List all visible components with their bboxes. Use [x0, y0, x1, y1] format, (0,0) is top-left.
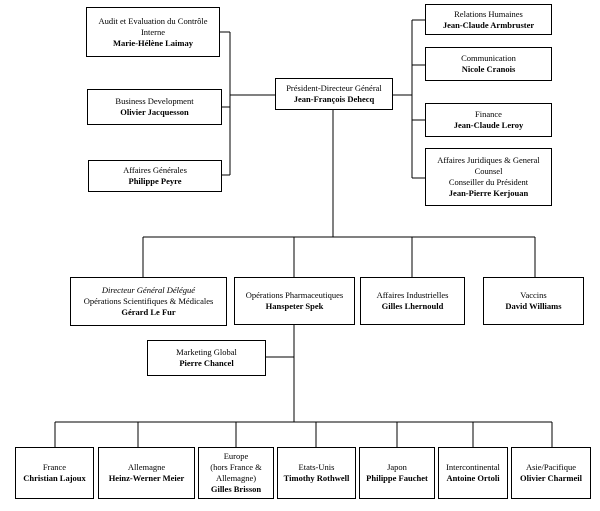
- box-title-line: Europe: [223, 451, 249, 461]
- box-name: Hanspeter Spek: [265, 301, 324, 311]
- box-title-line: Etats-Unis: [298, 462, 335, 472]
- box-name: Marie-Hélène Laimay: [112, 37, 193, 48]
- box-name: Nicole Cranois: [461, 64, 516, 74]
- box-communication: Communication Nicole Cranois: [425, 47, 552, 81]
- box-operations-pharmaceutiques: Opérations Pharmaceutiques Hanspeter Spe…: [234, 277, 355, 325]
- box-name: Jean-François Dehecq: [293, 94, 375, 104]
- box-title-line: Asie/Pacifique: [525, 462, 577, 472]
- box-operations-scientifiques: Directeur Général Délégué Opérations Sci…: [70, 277, 227, 326]
- box-name: Olivier Charmeil: [520, 473, 582, 483]
- box-region-asie-pacifique: Asie/Pacifique Olivier Charmeil: [511, 447, 591, 499]
- box-region-france: France Christian Lajoux: [15, 447, 94, 499]
- box-name: Jean-Pierre Kerjouan: [448, 188, 529, 198]
- box-relations-humaines: Relations Humaines Jean-Claude Armbruste…: [425, 4, 552, 35]
- box-affaires-industrielles: Affaires Industrielles Gilles Lhernould: [360, 277, 465, 325]
- box-marketing-global: Marketing Global Pierre Chancel: [147, 340, 266, 376]
- box-affaires-generales: Affaires Générales Philippe Peyre: [88, 160, 222, 192]
- box-title: Business Development: [115, 96, 194, 106]
- box-finance: Finance Jean-Claude Leroy: [425, 103, 552, 137]
- box-title-line: Intercontinental: [446, 462, 500, 472]
- box-role: Directeur Général Délégué: [101, 285, 196, 295]
- box-name: Jean-Claude Leroy: [453, 120, 524, 130]
- box-name: Olivier Jacquesson: [120, 107, 189, 117]
- box-name: Gilles Brisson: [210, 484, 262, 494]
- box-title-line: Affaires Juridiques & General: [437, 155, 540, 165]
- box-title: Affaires Générales: [123, 165, 187, 175]
- box-affaires-juridiques: Affaires Juridiques & General Counsel Co…: [425, 148, 552, 206]
- box-audit: Audit et Evaluation du Contrôle Interne …: [86, 7, 220, 57]
- box-name: Philippe Peyre: [128, 176, 182, 186]
- box-region-intercontinental: Intercontinental Antoine Ortoli: [438, 447, 508, 499]
- box-title: Communication: [461, 53, 516, 63]
- box-title: Relations Humaines: [454, 8, 523, 19]
- box-name: Jean-Claude Armbruster: [442, 19, 535, 30]
- box-title: Finance: [475, 109, 502, 119]
- box-business-development: Business Development Olivier Jacquesson: [87, 89, 222, 125]
- box-title: Opérations Scientifiques & Médicales: [83, 296, 214, 306]
- box-name: Timothy Rothwell: [283, 473, 350, 483]
- box-title: Opérations Pharmaceutiques: [245, 290, 344, 300]
- box-vaccins: Vaccins David Williams: [483, 277, 584, 325]
- box-title: Vaccins: [520, 290, 547, 300]
- box-name: Christian Lajoux: [23, 473, 86, 483]
- box-title-line: Japon: [387, 462, 407, 472]
- box-name: Heinz-Werner Meier: [108, 473, 185, 483]
- box-title-line: Conseiller du Président: [448, 177, 529, 187]
- box-title-line: Allemagne: [127, 462, 166, 472]
- box-title: Audit et Evaluation du Contrôle Interne: [98, 15, 208, 37]
- box-name: David Williams: [505, 301, 562, 311]
- box-name: Antoine Ortoli: [446, 473, 500, 483]
- box-name: Pierre Chancel: [179, 358, 234, 368]
- box-name: Gilles Lhernould: [381, 301, 444, 311]
- box-region-europe: Europe (hors France & Allemagne) Gilles …: [198, 447, 274, 499]
- box-region-japon: Japon Philippe Fauchet: [359, 447, 435, 499]
- box-title-line: Counsel: [474, 166, 503, 176]
- box-title-line: (hors France &: [210, 462, 262, 472]
- box-title-line: Allemagne): [215, 473, 257, 483]
- box-name: Philippe Fauchet: [366, 473, 428, 483]
- box-title: Affaires Industrielles: [376, 290, 449, 300]
- box-region-allemagne: Allemagne Heinz-Werner Meier: [98, 447, 195, 499]
- box-region-etats-unis: Etats-Unis Timothy Rothwell: [277, 447, 356, 499]
- box-name: Gérard Le Fur: [121, 307, 176, 317]
- box-pdg: Président-Directeur Général Jean-Françoi…: [275, 78, 393, 110]
- box-title: Marketing Global: [176, 347, 237, 357]
- box-title: Président-Directeur Général: [286, 83, 382, 93]
- box-title-line: France: [42, 462, 67, 472]
